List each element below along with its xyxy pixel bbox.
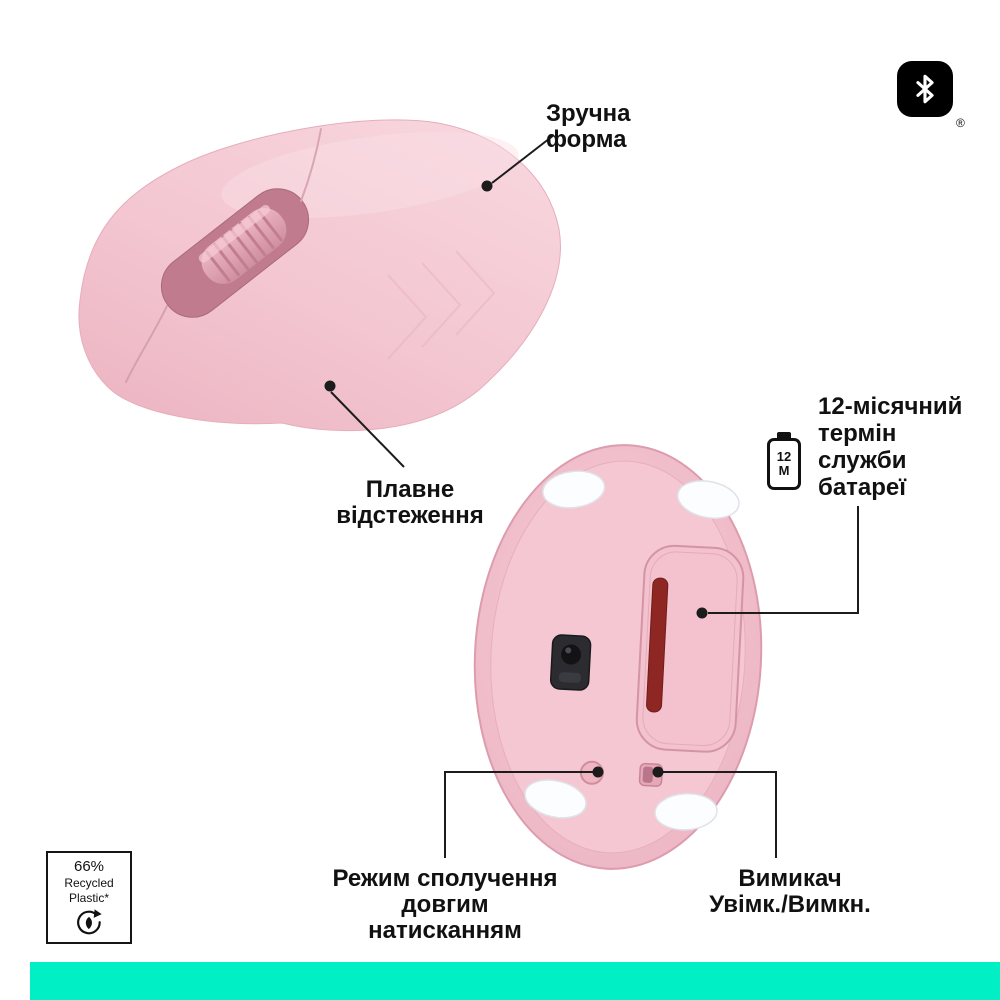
recycle-label-2: Plastic*: [68, 890, 109, 905]
callout-line-text: служби: [818, 447, 907, 474]
callout-line-text: форма: [546, 126, 627, 153]
button-seam-front: [125, 305, 168, 383]
recycle-icon: [77, 908, 102, 934]
callout-dot-comfort: [481, 180, 493, 192]
bluetooth-registered-mark: ®: [956, 116, 965, 130]
callout-line-text: Плавне: [365, 476, 455, 503]
bluetooth-badge: [897, 61, 953, 117]
callout-line-text: натисканням: [368, 917, 522, 944]
callout-pairing-mode: Режим сполучення довгим натисканням: [315, 866, 575, 944]
battery-slot: [646, 577, 669, 713]
callout-line-text: довгим: [401, 891, 489, 918]
callout-dot-battery: [696, 607, 708, 619]
callout-line-battery: [708, 506, 859, 614]
optical-sensor: [549, 634, 592, 691]
callout-smooth-tracking: Плавне відстеження: [330, 477, 490, 529]
bluetooth-icon: [916, 74, 934, 104]
glide-pad: [676, 480, 740, 519]
callout-line-text: Зручна: [546, 100, 631, 127]
callout-line-text: Вимикач: [738, 865, 842, 892]
glide-pad: [654, 792, 718, 831]
glide-pad: [542, 470, 606, 509]
callout-comfortable-shape: Зручна форма: [546, 101, 631, 153]
glide-pad: [524, 779, 587, 819]
mouse-top-view: [78, 119, 561, 432]
callout-line-tracking: [330, 391, 405, 468]
callout-line-text: Режим сполучення: [332, 865, 558, 892]
callout-line-text: термін: [818, 420, 897, 447]
recycle-percent: 66%: [73, 857, 105, 875]
battery-door-seam: [642, 551, 738, 747]
recycle-label-1: Recycled: [64, 875, 114, 890]
callout-line-text: Увімк./Вимкн.: [709, 891, 871, 918]
callout-power-switch: Вимикач Увімк./Вимкн.: [675, 866, 905, 918]
scroll-wheel: [198, 204, 288, 285]
mouse-bottom-view: [473, 444, 763, 870]
battery-icon-value: 12: [776, 449, 792, 464]
chevron-texture: [387, 250, 496, 360]
recycled-plastic-badge: 66% Recycled Plastic*: [46, 851, 132, 944]
callout-battery-life: 12-місячний термін служби батареї: [818, 393, 962, 501]
callout-line-power: [660, 771, 777, 858]
brand-accent-bar: [30, 962, 1000, 1000]
callout-dot-power: [652, 766, 664, 778]
mouse-body: [78, 119, 561, 432]
callout-connectors: [324, 134, 859, 858]
callout-line-text: батареї: [818, 474, 907, 501]
callout-dot-pairing: [592, 766, 604, 778]
button-seam-back: [300, 128, 322, 202]
glide-pads: [524, 470, 740, 831]
callout-line-comfort: [491, 134, 555, 184]
callout-line-pairing: [444, 771, 600, 858]
battery-icon-unit: М: [778, 463, 790, 478]
callout-line-text: 12-місячний: [818, 393, 963, 420]
battery-12-month-icon: 12 М: [767, 438, 801, 490]
callout-dot-tracking: [324, 380, 336, 392]
callout-line-text: відстеження: [336, 502, 484, 529]
